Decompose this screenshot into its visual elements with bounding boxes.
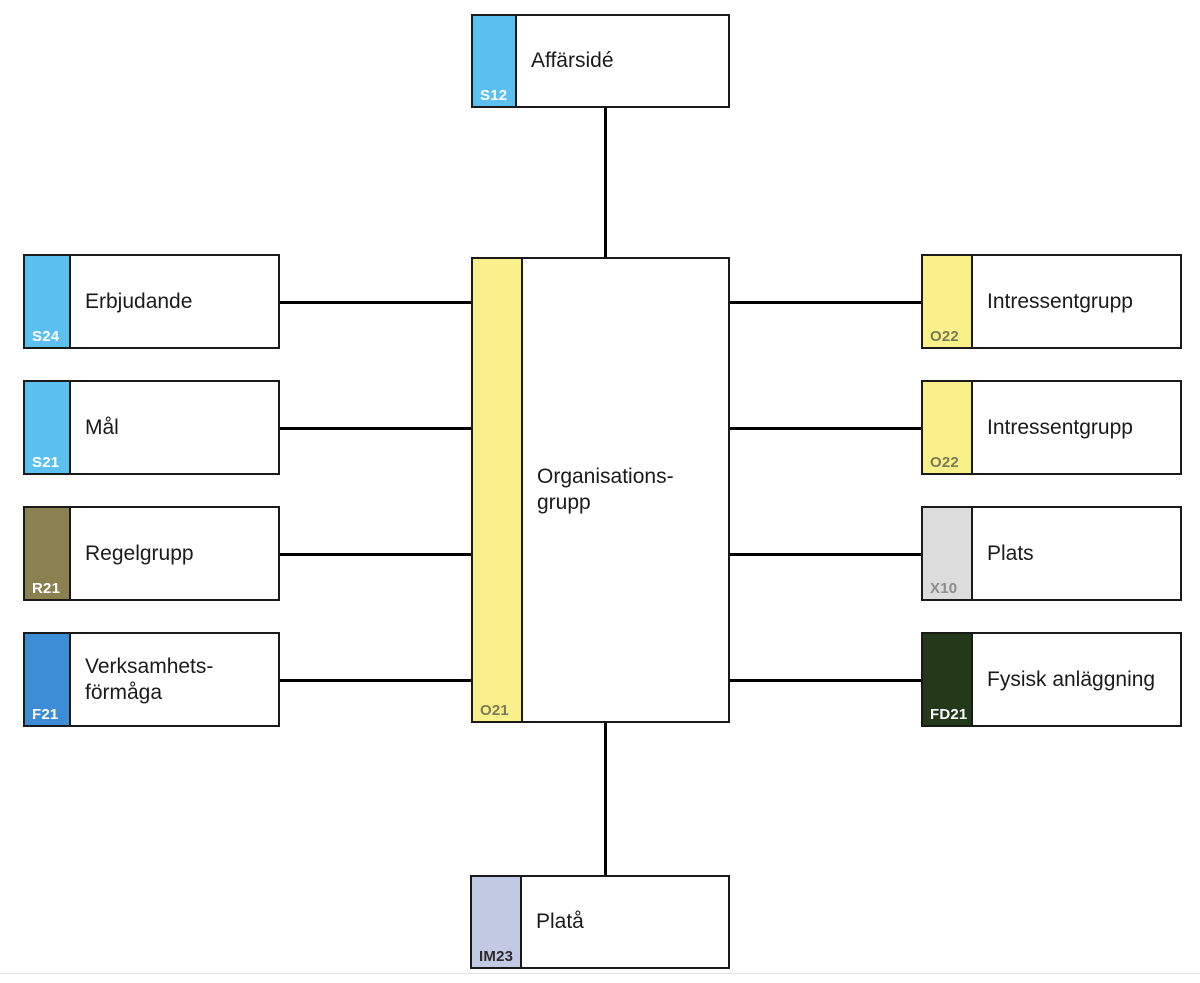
node-verksamhetsformaga-stripe: F21 <box>25 634 71 725</box>
node-erbjudande[interactable]: S24 Erbjudande <box>23 254 280 349</box>
node-mal[interactable]: S21 Mål <box>23 380 280 475</box>
node-mal-label: Mål <box>85 415 119 439</box>
node-plats-stripe: X10 <box>923 508 973 599</box>
node-affarside-label: Affärsidé <box>531 49 614 73</box>
node-regelgrupp-code: R21 <box>32 580 61 597</box>
node-plata-label: Platå <box>536 910 584 934</box>
node-regelgrupp-label: Regelgrupp <box>85 541 194 565</box>
node-organisationsgrupp-code: O21 <box>480 702 509 719</box>
node-erbjudande-label: Erbjudande <box>85 289 193 313</box>
page-bottom-rule <box>0 973 1200 974</box>
connector-top-to-centre <box>604 108 607 258</box>
connector-left-3 <box>279 553 473 556</box>
node-affarside-code: S12 <box>480 87 508 104</box>
node-organisationsgrupp[interactable]: O21 Organisations- grupp <box>471 257 730 723</box>
node-fysisk-anlaggning[interactable]: FD21 Fysisk anläggning <box>921 632 1182 727</box>
node-plats-code: X10 <box>930 580 958 597</box>
connector-right-4 <box>729 679 922 682</box>
node-intressentgrupp-2-label: Intressentgrupp <box>987 415 1133 439</box>
connector-right-3 <box>729 553 922 556</box>
node-organisationsgrupp-label: Organisations- grupp <box>537 465 674 514</box>
node-regelgrupp[interactable]: R21 Regelgrupp <box>23 506 280 601</box>
node-intressentgrupp-1-label: Intressentgrupp <box>987 289 1133 313</box>
node-intressentgrupp-1-code: O22 <box>930 328 959 345</box>
node-verksamhetsformaga-code: F21 <box>32 706 59 723</box>
connector-left-1 <box>279 301 473 304</box>
node-plata-code: IM23 <box>479 948 514 965</box>
node-intressentgrupp-2-stripe: O22 <box>923 382 973 473</box>
node-plats-label: Plats <box>987 541 1034 565</box>
connector-centre-to-bottom <box>604 722 607 875</box>
connector-right-1 <box>729 301 922 304</box>
node-mal-code: S21 <box>32 454 60 471</box>
node-intressentgrupp-2[interactable]: O22 Intressentgrupp <box>921 380 1182 475</box>
node-fysisk-anlaggning-code: FD21 <box>930 706 968 723</box>
node-plata-stripe: IM23 <box>472 877 522 967</box>
node-fysisk-anlaggning-stripe: FD21 <box>923 634 973 725</box>
node-regelgrupp-stripe: R21 <box>25 508 71 599</box>
node-intressentgrupp-1[interactable]: O22 Intressentgrupp <box>921 254 1182 349</box>
node-verksamhetsformaga[interactable]: F21 Verksamhets- förmåga <box>23 632 280 727</box>
node-plats[interactable]: X10 Plats <box>921 506 1182 601</box>
node-intressentgrupp-2-code: O22 <box>930 454 959 471</box>
node-affarside[interactable]: S12 Affärsidé <box>471 14 730 108</box>
node-plata[interactable]: IM23 Platå <box>470 875 730 969</box>
connector-left-2 <box>279 427 473 430</box>
node-verksamhetsformaga-label: Verksamhets- förmåga <box>85 654 214 704</box>
connector-left-4 <box>279 679 473 682</box>
node-mal-stripe: S21 <box>25 382 71 473</box>
connector-right-2 <box>729 427 922 430</box>
node-fysisk-anlaggning-label: Fysisk anläggning <box>987 667 1156 691</box>
node-organisationsgrupp-stripe: O21 <box>473 259 523 721</box>
node-erbjudande-code: S24 <box>32 328 60 345</box>
node-intressentgrupp-1-stripe: O22 <box>923 256 973 347</box>
node-affarside-stripe: S12 <box>473 16 517 106</box>
node-erbjudande-stripe: S24 <box>25 256 71 347</box>
